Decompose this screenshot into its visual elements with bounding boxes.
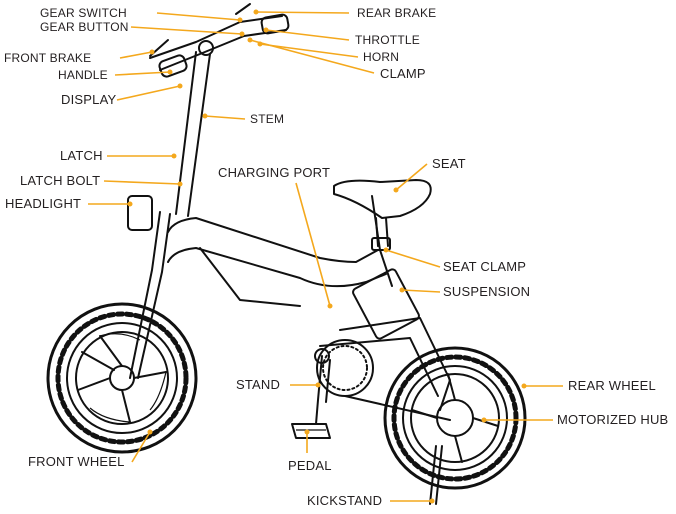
label-horn: HORN <box>363 50 399 64</box>
rear-wheel <box>383 346 527 490</box>
label-stem: STEM <box>250 112 284 126</box>
label-suspension: SUSPENSION <box>443 284 530 299</box>
label-rear-wheel: REAR WHEEL <box>568 378 656 393</box>
seat <box>333 179 432 251</box>
label-handle: HANDLE <box>58 68 108 82</box>
frame <box>129 51 451 411</box>
part-labels: GEAR SWITCH GEAR BUTTON FRONT BRAKE HAND… <box>4 6 668 508</box>
label-display: DISPLAY <box>61 92 116 107</box>
label-motorized-hub: MOTORIZED HUB <box>557 412 668 427</box>
label-headlight: HEADLIGHT <box>5 196 81 211</box>
label-seat: SEAT <box>432 156 466 171</box>
crank-and-chainring <box>314 339 451 425</box>
label-kickstand: KICKSTAND <box>307 493 382 508</box>
headlight <box>127 195 153 231</box>
label-gear-switch: GEAR SWITCH <box>40 6 127 20</box>
leader-dots <box>127 9 527 504</box>
label-front-wheel: FRONT WHEEL <box>28 454 125 469</box>
label-clamp: CLAMP <box>380 66 426 81</box>
leader-lines <box>88 11 563 502</box>
label-pedal: PEDAL <box>288 458 332 473</box>
kickstand <box>429 445 443 505</box>
label-latch: LATCH <box>60 148 103 163</box>
label-seat-clamp: SEAT CLAMP <box>443 259 526 274</box>
front-wheel <box>46 302 198 454</box>
label-stand: STAND <box>236 377 280 392</box>
pedal <box>291 423 331 439</box>
label-rear-brake: REAR BRAKE <box>357 6 436 20</box>
label-latch-bolt: LATCH BOLT <box>20 173 100 188</box>
label-charging-port: CHARGING PORT <box>218 165 330 180</box>
label-throttle: THROTTLE <box>355 33 420 47</box>
label-front-brake: FRONT BRAKE <box>4 51 91 65</box>
label-gear-button: GEAR BUTTON <box>40 20 129 34</box>
handlebar <box>149 3 290 78</box>
